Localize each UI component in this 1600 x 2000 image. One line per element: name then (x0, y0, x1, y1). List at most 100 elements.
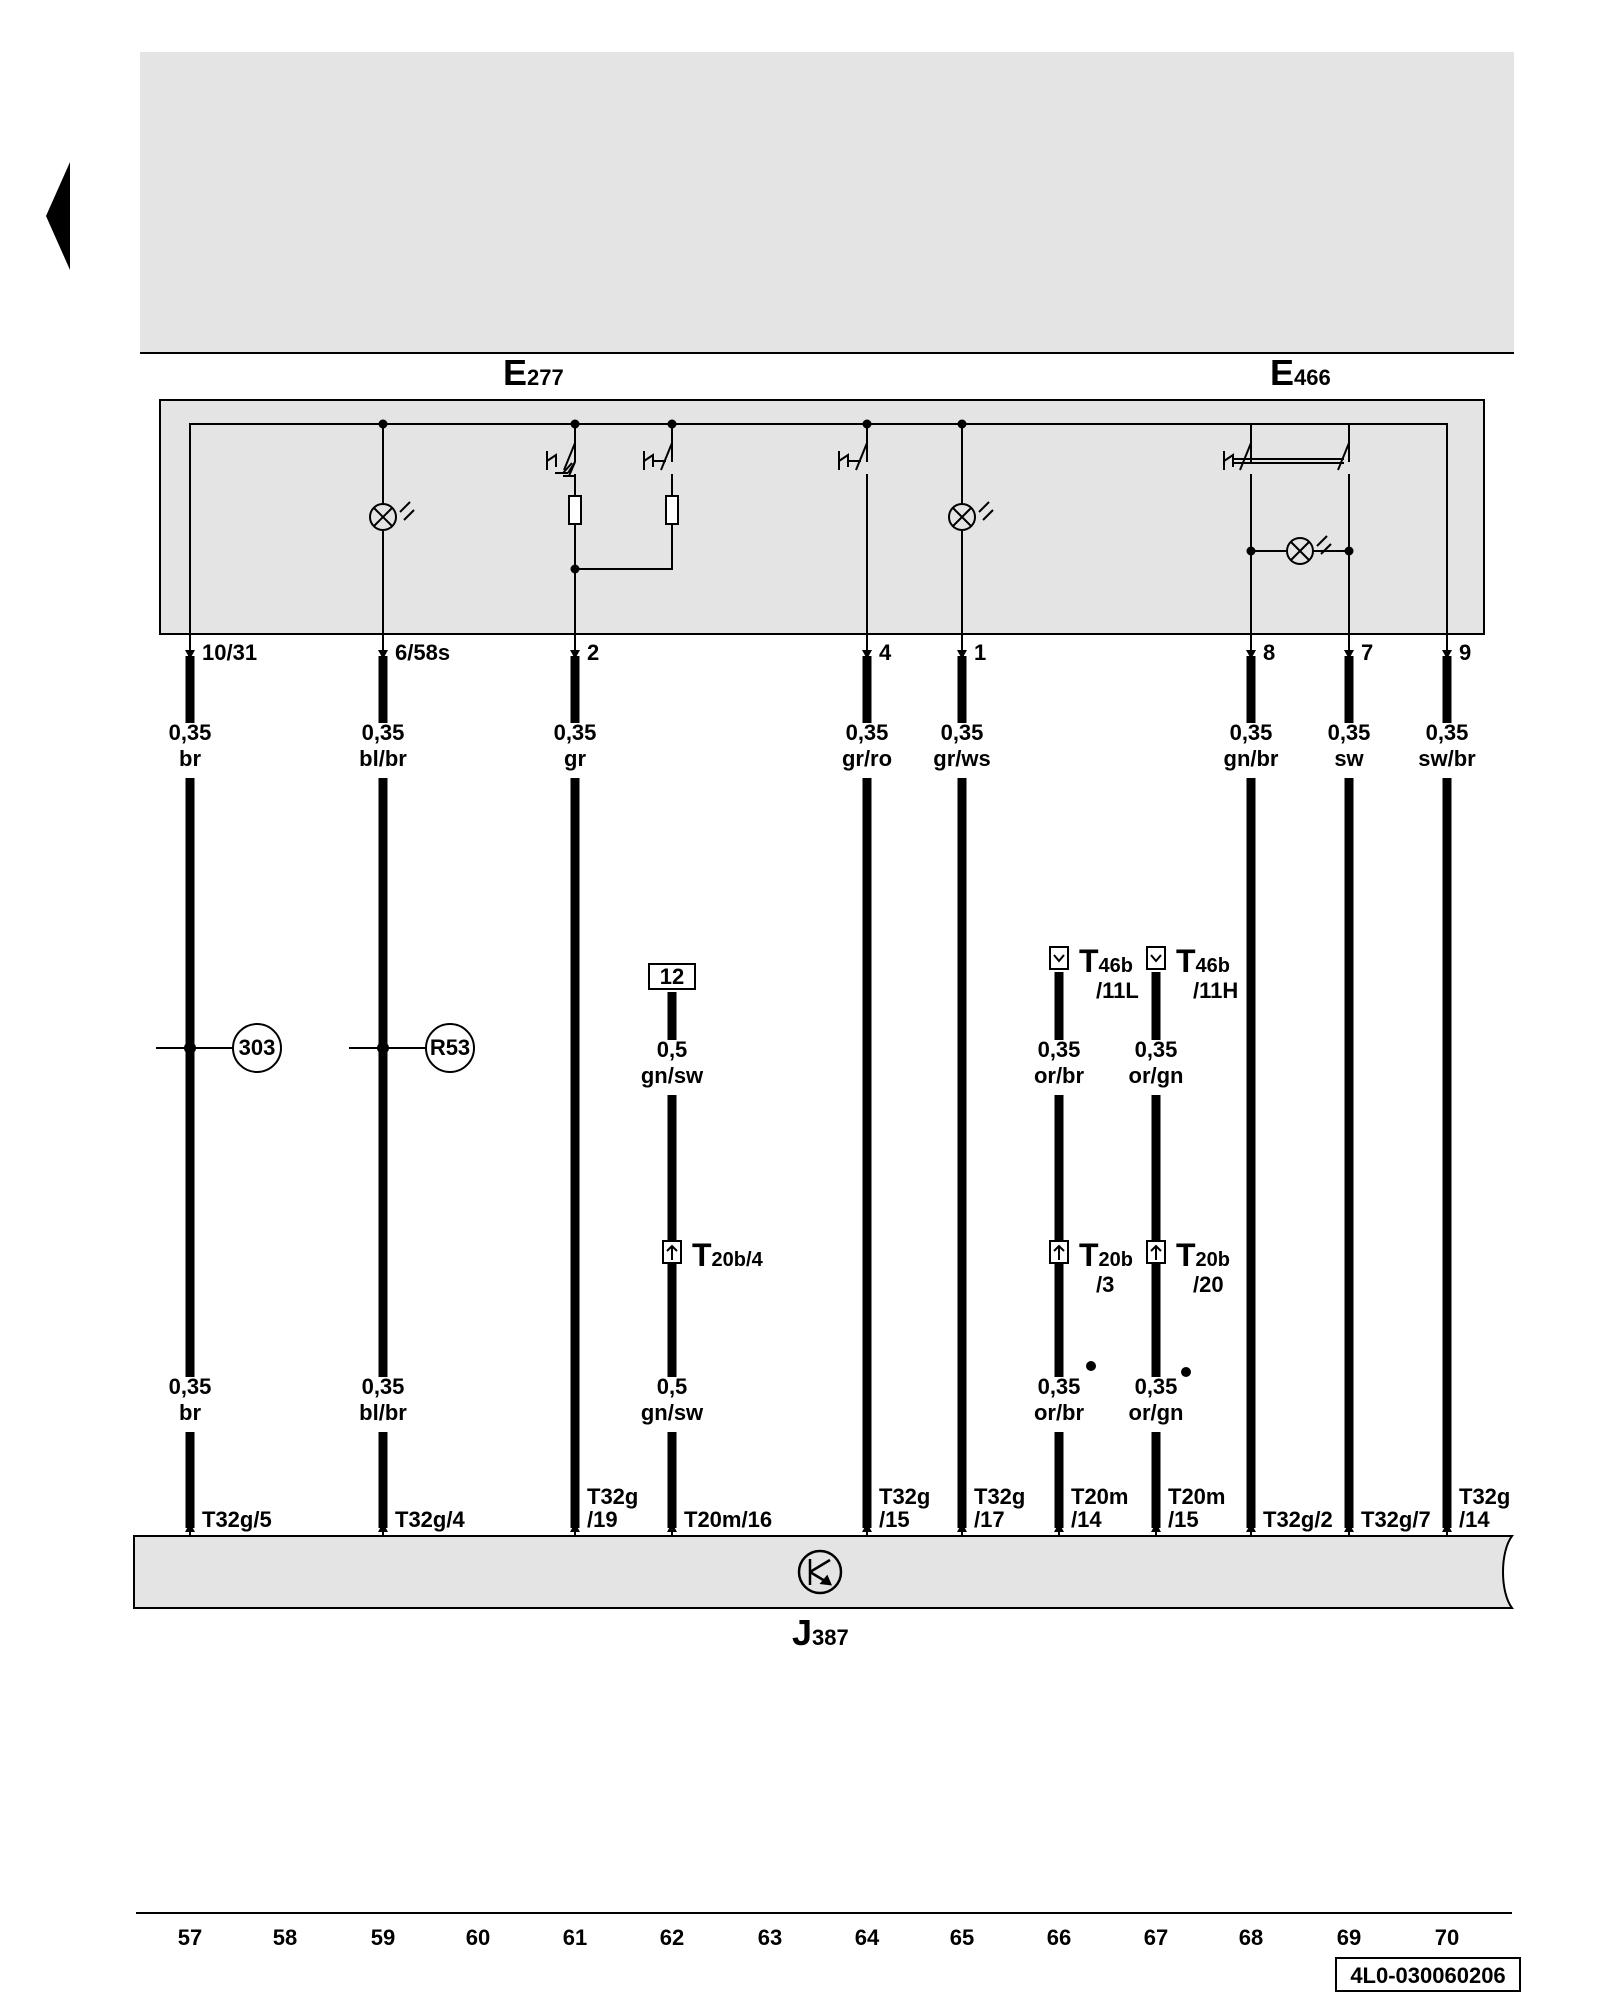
wires: 10/310,35br3030,35brT32g/56/58s0,35bl/br… (156, 640, 1510, 1536)
wire-size: 0,35 (362, 720, 405, 745)
connector-label: T20m (1168, 1484, 1225, 1509)
wire-color: or/gn (1129, 1400, 1184, 1425)
shaded-upper-area (140, 52, 1514, 353)
connector-pin: /14 (1071, 1507, 1102, 1532)
electronic-unit-icon (797, 1549, 843, 1595)
wire-size: 0,35 (362, 1374, 405, 1399)
column-number: 70 (1435, 1925, 1459, 1950)
pin-arrow-icon (378, 650, 388, 659)
wire-color: or/br (1034, 1400, 1085, 1425)
connector-label: T46b (1079, 943, 1133, 979)
wire-color: gr (564, 746, 586, 771)
connector-pin: /17 (974, 1507, 1005, 1532)
wire-color: bl/br (359, 746, 407, 771)
connector-label: T32g/7 (1361, 1507, 1431, 1532)
doc-code: 4L0-030060206 (1350, 1963, 1505, 1988)
connector-arrow-icon (667, 1523, 677, 1532)
connector-label: T32g (1459, 1484, 1510, 1509)
connector-pin: /3 (1096, 1272, 1114, 1297)
internal-wiring-lower (574, 474, 1350, 653)
connector-pin: /15 (879, 1507, 910, 1532)
connector-label: T32g (974, 1484, 1025, 1509)
connector-arrow-icon (1151, 1523, 1161, 1532)
pin-arrow-icon (862, 650, 872, 659)
pin-arrow-icon (1442, 650, 1452, 659)
connector-label: T32g/4 (395, 1507, 465, 1532)
lamp-e466-icon (1286, 535, 1332, 565)
connector-label: T20b (1079, 1237, 1133, 1273)
column-number: 68 (1239, 1925, 1263, 1950)
junction-e466-left (1246, 546, 1256, 556)
switch-col61b-icon (563, 442, 576, 471)
connector-label: T46b (1176, 943, 1230, 979)
column-number: 64 (855, 1925, 880, 1950)
marker-dot (1086, 1361, 1096, 1371)
switch-module-e277-e466 (159, 399, 1485, 635)
ground-connection-label: R53 (430, 1035, 470, 1060)
wire-size: 0,5 (657, 1374, 688, 1399)
wire-color: or/br (1034, 1063, 1085, 1088)
wire-size: 0,35 (1135, 1037, 1178, 1062)
wire-size: 0,35 (941, 720, 984, 745)
wire-color: br (179, 1400, 201, 1425)
connector-arrow-icon (1442, 1523, 1452, 1532)
wire-color: gn/sw (641, 1400, 704, 1425)
e466-label: E466 (1270, 352, 1331, 393)
ground-connection-label: 303 (239, 1035, 276, 1060)
lamp-col65-icon (948, 501, 994, 531)
switch-col62-icon (643, 442, 673, 471)
wire-size: 0,35 (846, 720, 889, 745)
connector-plug-icon (1146, 1240, 1166, 1264)
doc-code-box (1335, 1957, 1521, 1992)
ground-connection-circle (232, 1023, 282, 1073)
connector-arrow-icon (957, 1523, 967, 1532)
pin-number: 10/31 (202, 640, 257, 665)
wire-size: 0,35 (1328, 720, 1371, 745)
connector-label: T32g/5 (202, 1507, 272, 1532)
column-number: 62 (660, 1925, 684, 1950)
connector-arrow-icon (185, 1523, 195, 1532)
wire-color: or/gn (1129, 1063, 1184, 1088)
pin-number: 4 (879, 640, 892, 665)
column-number: 66 (1047, 1925, 1071, 1950)
wire-size: 0,35 (1230, 720, 1273, 745)
connector-pin: /11H (1193, 978, 1238, 1003)
junction-col61 (570, 564, 580, 574)
resistor-col62-icon (665, 495, 679, 525)
wire-size: 0,35 (1426, 720, 1469, 745)
wire-size: 0,35 (1135, 1374, 1178, 1399)
connector-pin: /14 (1459, 1507, 1490, 1532)
resistor-col61-icon (568, 495, 582, 525)
previous-page-arrow-icon[interactable] (46, 162, 70, 270)
connector-label: T32g (587, 1484, 638, 1509)
wire-size: 0,5 (657, 1037, 688, 1062)
wire-color: gr/ro (842, 746, 892, 771)
wire-color: sw/br (1418, 746, 1476, 771)
connector-socket-icon (1049, 946, 1069, 970)
marker-dot (1181, 1367, 1191, 1377)
wire-size: 0,35 (1038, 1037, 1081, 1062)
j387-label: J387 (792, 1612, 849, 1653)
wire-size: 0,35 (1038, 1374, 1081, 1399)
connector-plug-icon (1049, 1240, 1069, 1264)
column-number: 59 (371, 1925, 395, 1950)
wire-color: sw (1334, 746, 1364, 771)
connector-arrow-icon (1344, 1523, 1354, 1532)
connector-label: T32g (879, 1484, 930, 1509)
switch-col61-icon (546, 451, 576, 477)
connector-label: T20m/16 (684, 1507, 772, 1532)
fuse-reference-box (648, 963, 696, 990)
pin-arrow-icon (1344, 650, 1354, 659)
switch-col64-icon (838, 442, 868, 471)
wire-size: 0,35 (554, 720, 597, 745)
connector-label: T32g/2 (1263, 1507, 1333, 1532)
connector-arrow-icon (862, 1523, 872, 1532)
switch-e466-icon (1223, 442, 1350, 471)
pin-number: 1 (974, 640, 986, 665)
junction-e466-right (1344, 546, 1354, 556)
column-number: 69 (1337, 1925, 1361, 1950)
connector-plug-icon (662, 1240, 682, 1264)
wire-color: gn/br (1224, 746, 1279, 771)
